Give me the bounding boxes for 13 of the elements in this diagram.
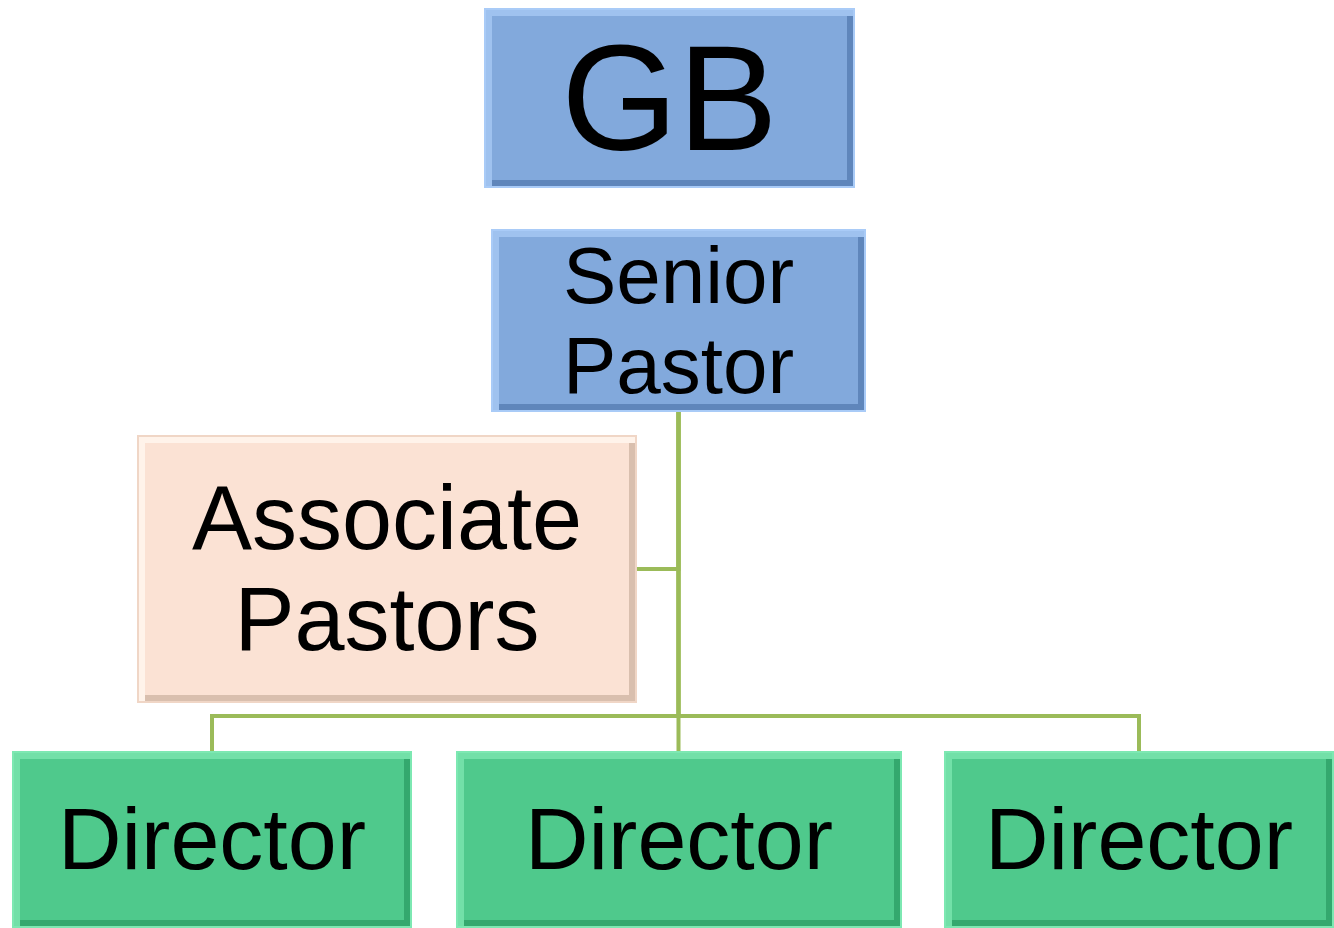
org-box: [12, 751, 412, 928]
role-label: Director: [57, 790, 366, 889]
org-box: [456, 751, 902, 928]
role-label: GB: [561, 14, 778, 182]
role-label: Associate Pastors: [190, 468, 584, 670]
role-label: Director: [524, 790, 833, 889]
role-label: Senior Pastor: [561, 230, 796, 411]
connector-line: [676, 412, 1141, 751]
org-box: [484, 8, 855, 188]
org-box: [137, 435, 637, 703]
org-box: [944, 751, 1334, 928]
org-box: [491, 229, 866, 412]
role-label: Director: [984, 790, 1293, 889]
